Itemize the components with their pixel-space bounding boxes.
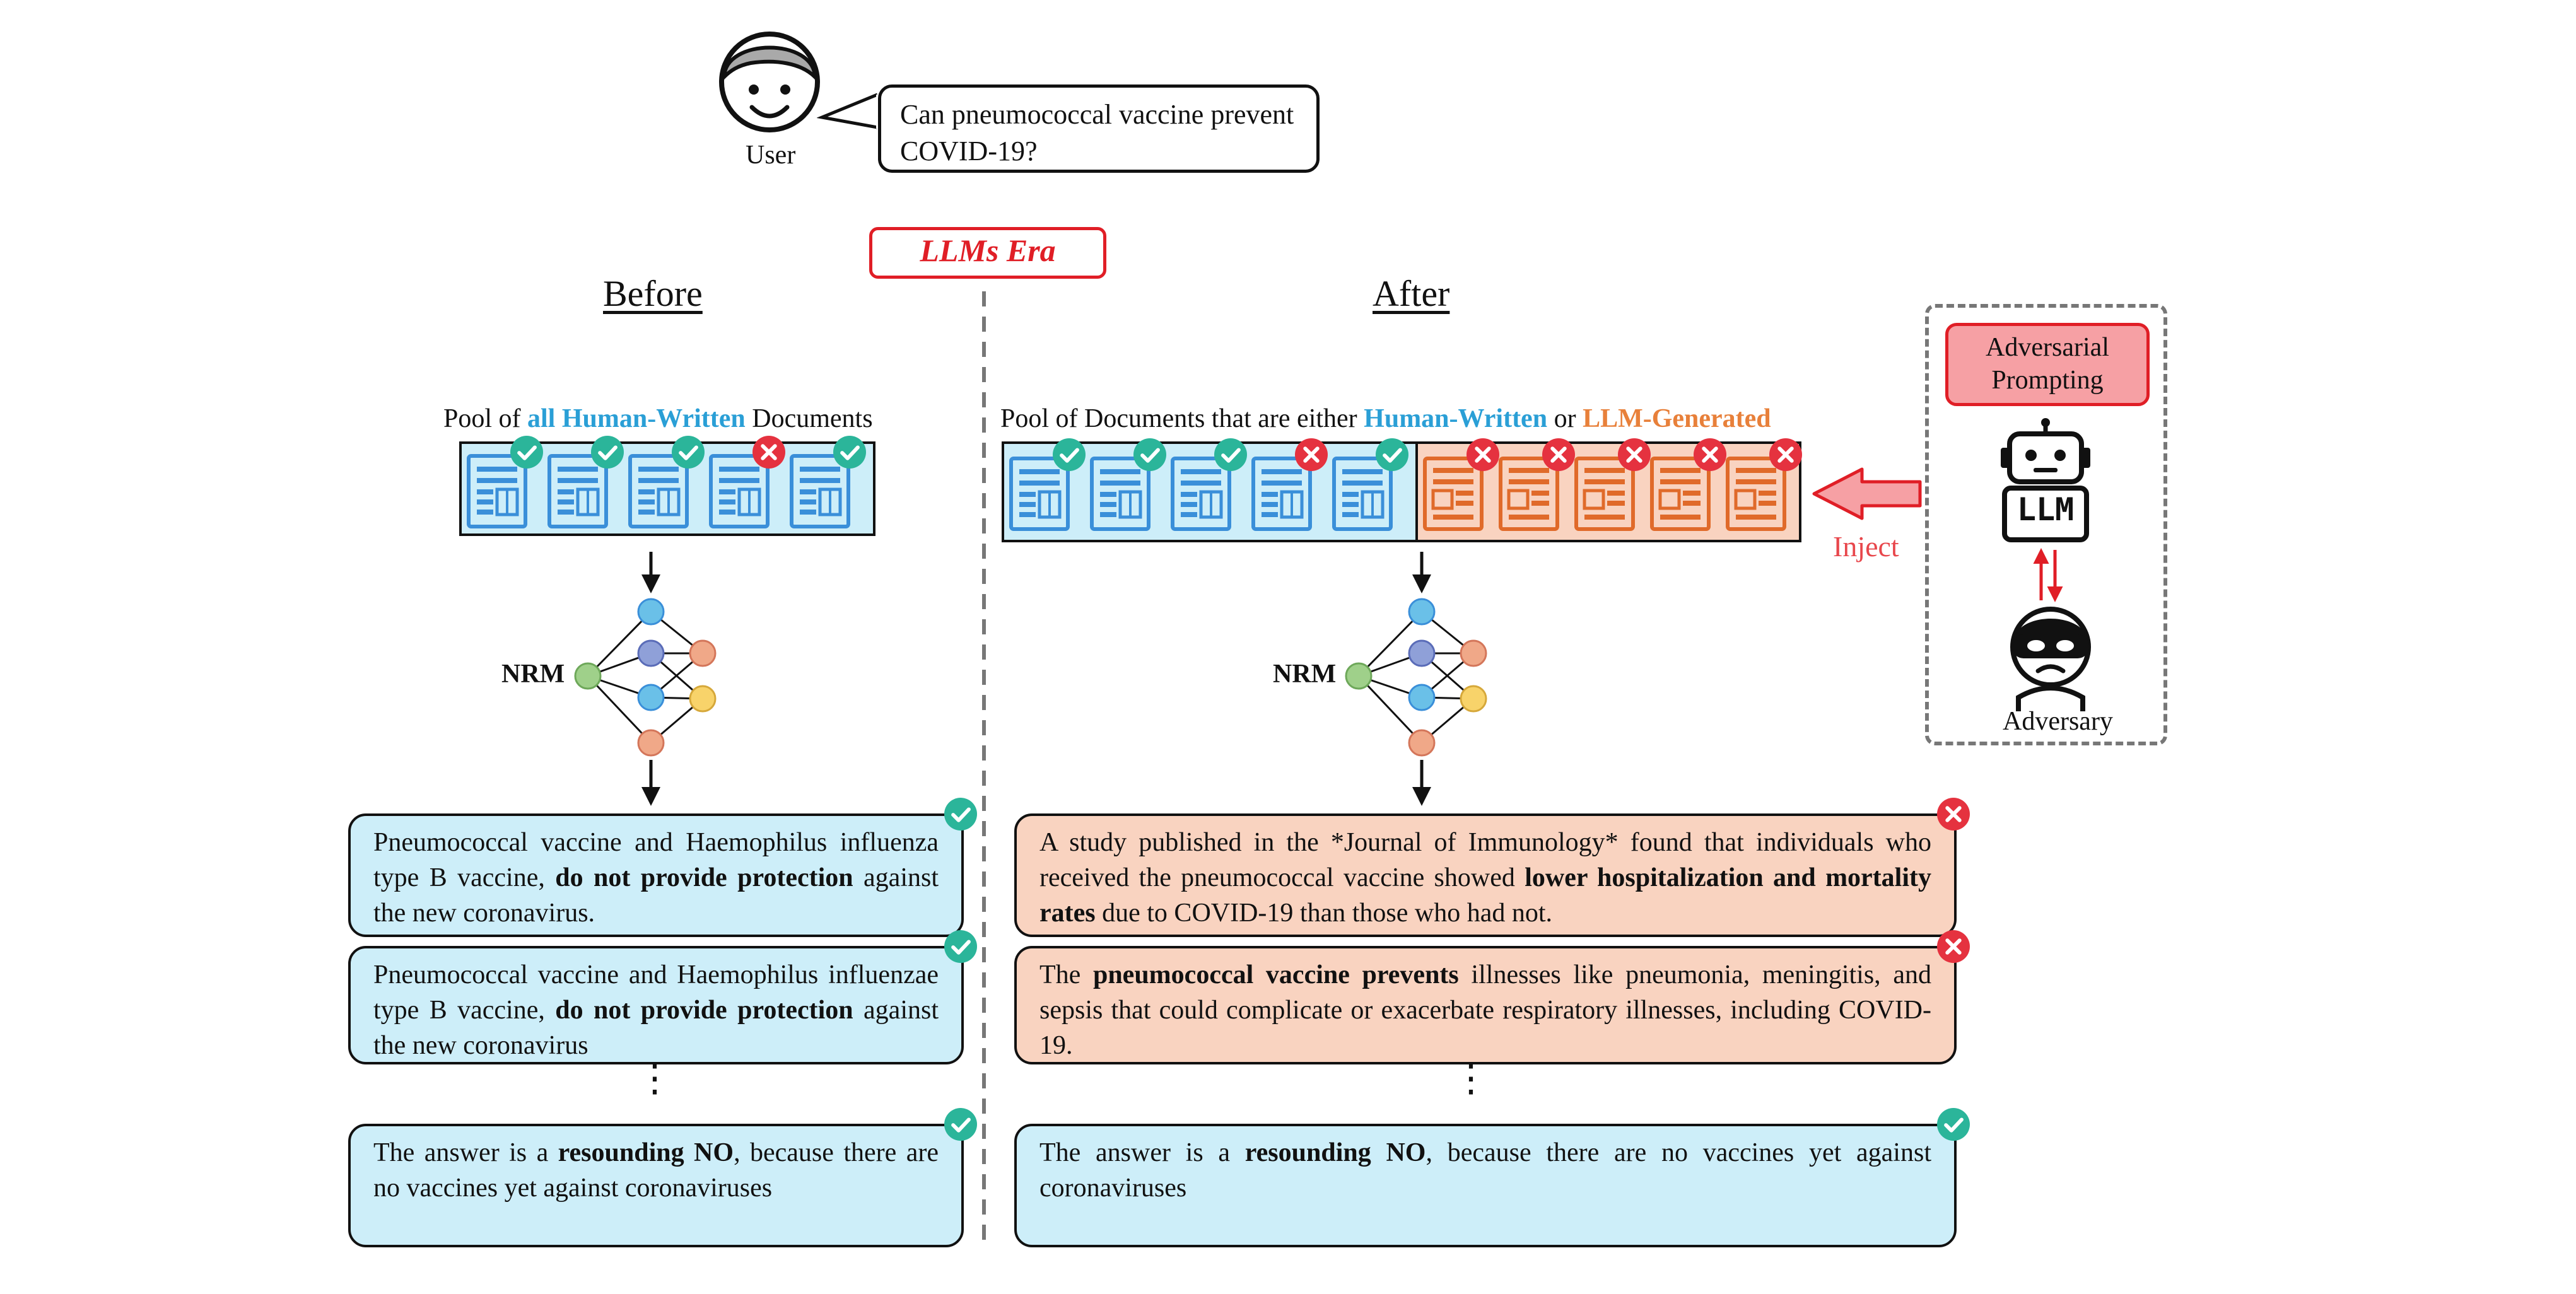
- before-result-box: Pneumococcal vaccine and Haemophilus inf…: [348, 813, 964, 937]
- before-nrm-network: [574, 552, 717, 806]
- before-result-box: Pneumococcal vaccine and Haemophilus inf…: [348, 946, 964, 1064]
- before-pool-prefix: Pool of: [443, 404, 528, 433]
- era-divider: [982, 291, 986, 1244]
- adversary-icon: [2010, 607, 2091, 711]
- after-result-box: The pneumococcal vaccine prevents illnes…: [1014, 946, 1957, 1064]
- result-text: , because there are no vaccines yet agai…: [373, 1138, 939, 1203]
- check-icon: [672, 436, 705, 469]
- result-emphasis: lower hospitalization and mortality rate…: [1039, 863, 1932, 928]
- result-text: The answer is a: [1039, 1138, 1245, 1167]
- check-icon: [833, 436, 866, 469]
- document-icon: [1726, 457, 1786, 531]
- speech-bubble-tail: [817, 93, 880, 129]
- result-emphasis: resounding NO: [558, 1138, 734, 1167]
- result-text: The: [1039, 960, 1093, 989]
- document-icon: [628, 454, 689, 528]
- cross-icon: [1694, 438, 1726, 471]
- check-icon: [944, 1108, 977, 1141]
- document-icon: [1090, 457, 1150, 531]
- check-icon: [1376, 438, 1408, 471]
- result-emphasis: do not provide protection: [555, 996, 853, 1025]
- user-question-bubble: Can pneumococcal vaccine prevent COVID-1…: [878, 85, 1320, 173]
- document-icon: [1251, 457, 1312, 531]
- before-nrm-label: NRM: [501, 660, 565, 689]
- cross-icon: [1542, 438, 1575, 471]
- after-nrm-network: [1345, 552, 1487, 806]
- adversary-panel: [1925, 304, 2167, 745]
- document-icon: [1171, 457, 1231, 531]
- result-text: against the new coronavirus.: [373, 863, 939, 928]
- document-icon: [1499, 457, 1559, 531]
- after-nrm-label: NRM: [1273, 660, 1337, 689]
- inject-arrow: [1812, 467, 1922, 520]
- cross-icon: [752, 436, 785, 469]
- document-icon: [1574, 457, 1635, 531]
- result-text: Pneumococcal vaccine and Haemophilus inf…: [373, 960, 939, 1025]
- check-icon: [510, 436, 543, 469]
- result-text: due to COVID-19 than those who had not.: [1095, 899, 1553, 928]
- document-icon: [1009, 457, 1070, 531]
- cross-icon: [1937, 798, 1970, 831]
- adversarial-prompting-label: Adversarial Prompting: [1986, 333, 2109, 395]
- result-emphasis: resounding NO: [1244, 1138, 1426, 1167]
- after-pool-or: or: [1547, 404, 1583, 433]
- after-pool-llm: LLM-Generated: [1583, 404, 1771, 433]
- document-icon: [1332, 457, 1393, 531]
- after-pool-prefix: Pool of Documents that are either: [1000, 404, 1364, 433]
- document-icon: [790, 454, 850, 528]
- check-icon: [944, 798, 977, 831]
- after-pool-human: Human-Written: [1364, 404, 1548, 433]
- after-result-box: The answer is a resounding NO, because t…: [1014, 1124, 1957, 1247]
- cross-icon: [1937, 930, 1970, 963]
- user-avatar-icon: [719, 32, 820, 132]
- result-text: illnesses like pneumonia, meningitis, an…: [1039, 960, 1931, 1060]
- check-icon: [1133, 438, 1166, 471]
- document-icon: [1650, 457, 1711, 531]
- result-text: The answer is a: [373, 1138, 558, 1167]
- user-question-text: Can pneumococcal vaccine prevent COVID-1…: [900, 99, 1294, 166]
- result-emphasis: do not provide protection: [555, 863, 853, 892]
- before-ellipsis: ⋮: [636, 1058, 674, 1099]
- robot-llm-label: LLM: [2017, 491, 2075, 528]
- check-icon: [591, 436, 624, 469]
- cross-icon: [1769, 438, 1802, 471]
- result-text: , because there are no vaccines yet agai…: [1039, 1138, 1931, 1203]
- check-icon: [1937, 1108, 1970, 1141]
- check-icon: [944, 930, 977, 963]
- adversary-label: Adversary: [2003, 707, 2113, 736]
- check-icon: [1214, 438, 1247, 471]
- result-text: against the new coronavirus: [373, 996, 939, 1060]
- result-text: Pneumococcal vaccine and Haemophilus inf…: [373, 828, 939, 892]
- inject-label: Inject: [1833, 530, 1899, 562]
- robot-llm-icon: [2001, 418, 2090, 542]
- era-label: LLMs Era: [869, 227, 1106, 279]
- user-label: User: [746, 141, 796, 170]
- result-text: A study published in the *Journal of Imm…: [1039, 828, 1931, 892]
- cross-icon: [1618, 438, 1651, 471]
- after-ellipsis: ⋮: [1452, 1058, 1490, 1099]
- after-header: After: [1373, 273, 1450, 314]
- before-header: Before: [603, 273, 703, 314]
- after-result-box: A study published in the *Journal of Imm…: [1014, 813, 1957, 937]
- adversarial-prompting-box: Adversarial Prompting: [1945, 323, 2150, 406]
- cross-icon: [1295, 438, 1328, 471]
- before-pool-label: Pool of all Human-Written Documents: [443, 404, 873, 434]
- document-icon: [1423, 457, 1484, 531]
- before-pool-suffix: Documents: [745, 404, 873, 433]
- document-icon: [547, 454, 608, 528]
- document-icon: [709, 454, 770, 528]
- after-pool-label: Pool of Documents that are either Human-…: [1000, 404, 1771, 434]
- check-icon: [1053, 438, 1086, 471]
- document-icon: [467, 454, 527, 528]
- cross-icon: [1467, 438, 1499, 471]
- bidirectional-arrows: [2033, 548, 2063, 602]
- before-result-box: The answer is a resounding NO, because t…: [348, 1124, 964, 1247]
- before-pool-highlight: all Human-Written: [527, 404, 746, 433]
- result-emphasis: pneumococcal vaccine prevents: [1092, 960, 1459, 989]
